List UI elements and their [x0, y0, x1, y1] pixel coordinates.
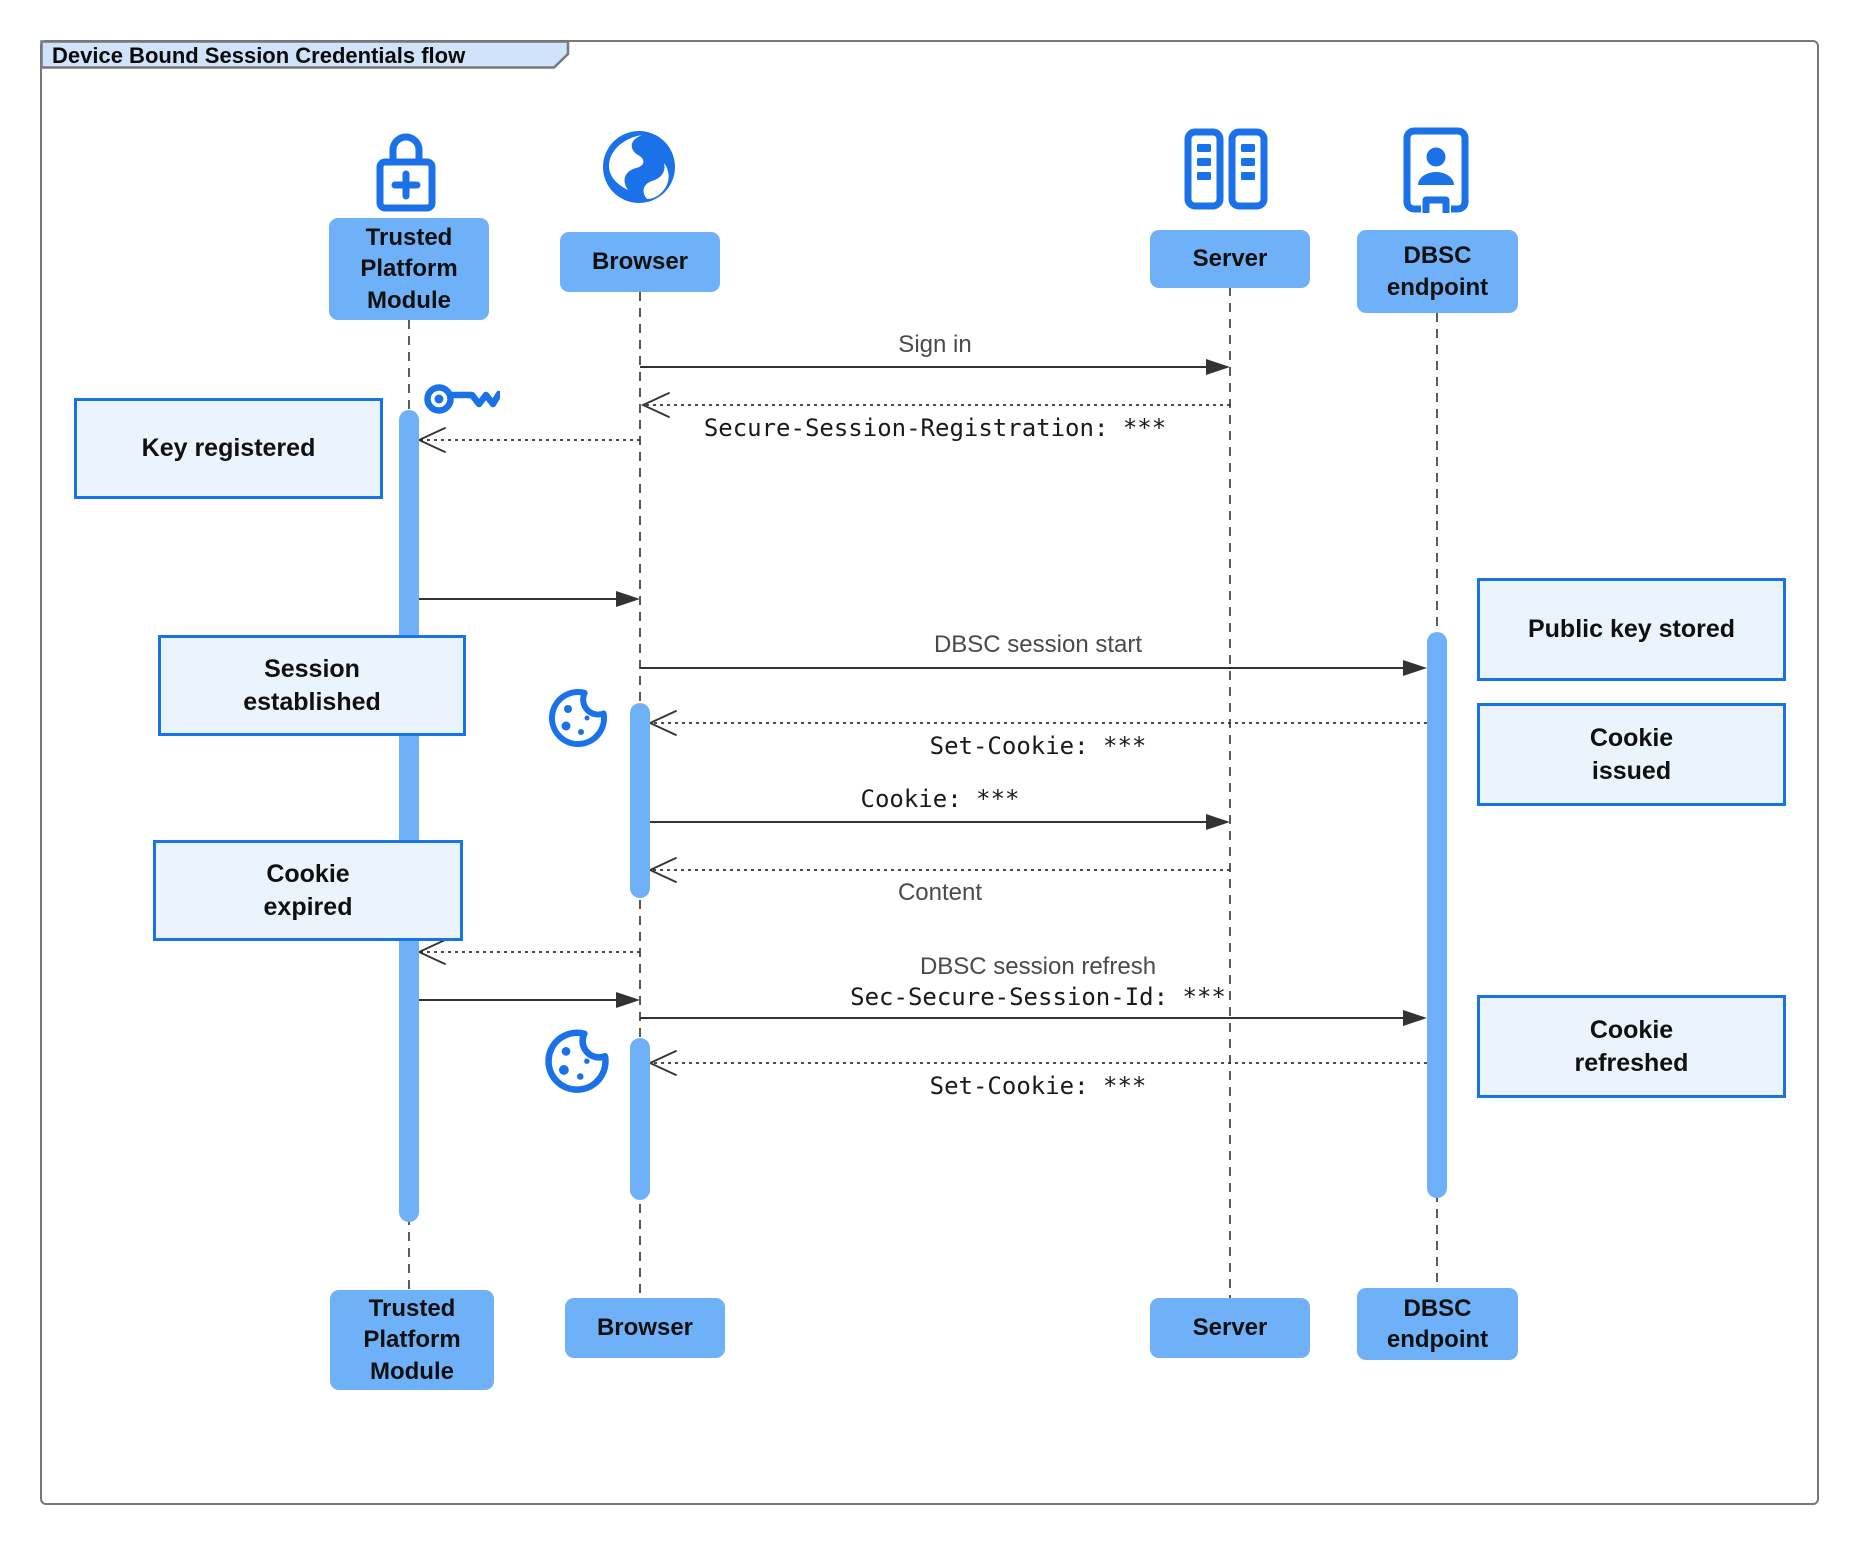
actor-server-top: Server — [1150, 230, 1310, 288]
label-cookie: Cookie: *** — [860, 785, 1020, 813]
cookie-icon — [545, 1029, 609, 1093]
label-session-registration: Secure-Session-Registration: *** — [703, 414, 1167, 442]
note-public-key-stored: Public key stored — [1477, 578, 1786, 681]
actor-browser-top: Browser — [560, 232, 720, 292]
actor-dbsc-top: DBSC endpoint — [1357, 230, 1518, 313]
label-set-cookie-2: Set-Cookie: *** — [929, 1072, 1147, 1100]
actor-tpm-top: Trusted Platform Module — [329, 218, 489, 320]
activation-bar-dbsc — [1427, 632, 1447, 1198]
note-cookie-expired: Cookie expired — [153, 840, 463, 941]
actor-tpm-bottom: Trusted Platform Module — [330, 1290, 494, 1390]
key-icon — [424, 384, 500, 414]
label-sec-secure-session-id: Sec-Secure-Session-Id: *** — [850, 983, 1226, 1011]
label-sign-in: Sign in — [898, 331, 972, 358]
note-key-registered: Key registered — [74, 398, 383, 499]
label-content: Content — [897, 879, 983, 906]
note-cookie-refreshed: Cookie refreshed — [1477, 995, 1786, 1098]
server-racks-icon — [1184, 128, 1268, 210]
globe-icon — [603, 131, 675, 203]
lock-plus-icon — [376, 133, 436, 212]
note-cookie-issued: Cookie issued — [1477, 703, 1786, 806]
activation-bar-browser-2 — [630, 1038, 650, 1200]
page-title: Device Bound Session Credentials flow — [52, 43, 466, 68]
actor-dbsc-bottom: DBSC endpoint — [1357, 1288, 1518, 1360]
label-set-cookie-1: Set-Cookie: *** — [929, 732, 1147, 760]
label-dbsc-session-refresh: DBSC session refresh — [919, 953, 1157, 980]
activation-bar-tpm — [399, 410, 419, 1222]
note-session-established: Session established — [158, 635, 466, 736]
activation-bar-browser-1 — [630, 703, 650, 898]
actor-browser-bottom: Browser — [565, 1298, 725, 1358]
actor-server-bottom: Server — [1150, 1298, 1310, 1358]
cookie-icon — [549, 689, 607, 748]
contact-badge-icon — [1403, 127, 1469, 214]
label-dbsc-session-start: DBSC session start — [933, 631, 1143, 658]
